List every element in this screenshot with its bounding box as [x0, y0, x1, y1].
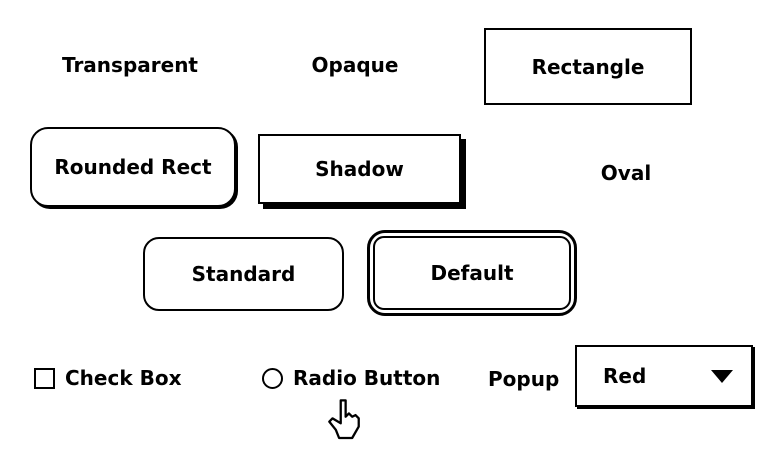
default-button[interactable]: Default — [367, 230, 577, 316]
checkbox-icon[interactable] — [34, 367, 55, 389]
checkbox-label: Check Box — [65, 366, 182, 390]
standard-button[interactable]: Standard — [143, 237, 344, 311]
rectangle-button[interactable]: Rectangle — [484, 28, 692, 105]
popup-label: Popup — [488, 366, 560, 392]
dropdown-arrow-icon — [711, 369, 733, 383]
radio-label: Radio Button — [293, 366, 441, 390]
pointer-hand-cursor — [326, 398, 362, 442]
radio-button-control[interactable]: Radio Button — [262, 362, 441, 394]
transparent-button[interactable]: Transparent — [50, 52, 210, 78]
shadow-button[interactable]: Shadow — [258, 134, 461, 204]
popup-menu[interactable]: Red — [575, 345, 753, 407]
rounded-rect-button[interactable]: Rounded Rect — [30, 127, 236, 207]
check-box-control[interactable]: Check Box — [34, 362, 182, 394]
popup-selected-value: Red — [603, 364, 647, 388]
oval-button[interactable]: Oval — [594, 160, 658, 186]
opaque-button[interactable]: Opaque — [298, 52, 412, 78]
default-button-label: Default — [373, 236, 571, 310]
radio-icon[interactable] — [262, 367, 283, 389]
